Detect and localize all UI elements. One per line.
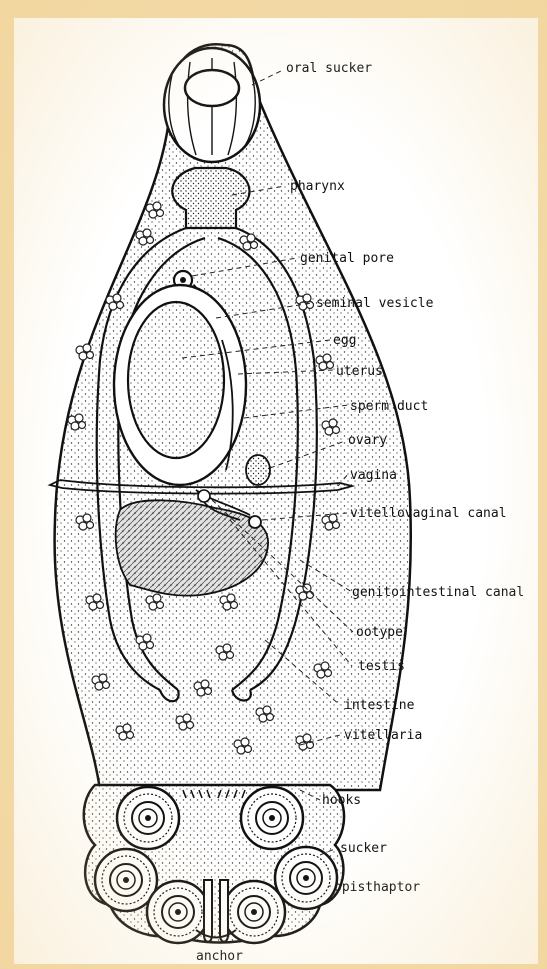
label-vitellovaginal-canal: vitellovaginal canal: [350, 506, 507, 521]
egg: [128, 302, 224, 458]
ootype: [198, 490, 210, 502]
label-seminal-vesicle: seminal vesicle: [316, 296, 434, 311]
haptor-sucker: [147, 881, 209, 943]
label-uterus: uterus: [336, 364, 383, 379]
opisthaptor: [84, 785, 344, 943]
label-vitellaria: vitellaria: [344, 728, 422, 743]
label-hooks: hooks: [322, 793, 361, 808]
haptor-sucker: [223, 881, 285, 943]
ovary: [246, 455, 270, 485]
label-pharynx: pharynx: [290, 179, 345, 194]
label-oral-sucker: oral sucker: [286, 61, 372, 76]
label-ovary: ovary: [348, 433, 387, 448]
label-ootype: ootype: [356, 625, 403, 640]
haptor-sucker: [117, 787, 179, 849]
label-opisthaptor: opisthaptor: [334, 880, 420, 895]
label-genital-pore: genital pore: [300, 251, 394, 266]
label-intestine: intestine: [344, 698, 415, 713]
label-genitointestinal-canal: genitointestinal canal: [352, 585, 524, 600]
label-sperm-duct: sperm duct: [350, 399, 428, 414]
label-egg: egg: [333, 333, 356, 348]
label-vagina: vagina: [350, 468, 397, 483]
oral-sucker: [164, 48, 260, 162]
haptor-sucker: [275, 847, 337, 909]
haptor-sucker: [241, 787, 303, 849]
label-anchor: anchor: [196, 949, 243, 964]
label-sucker: sucker: [340, 841, 387, 856]
label-testis: testis: [358, 659, 405, 674]
